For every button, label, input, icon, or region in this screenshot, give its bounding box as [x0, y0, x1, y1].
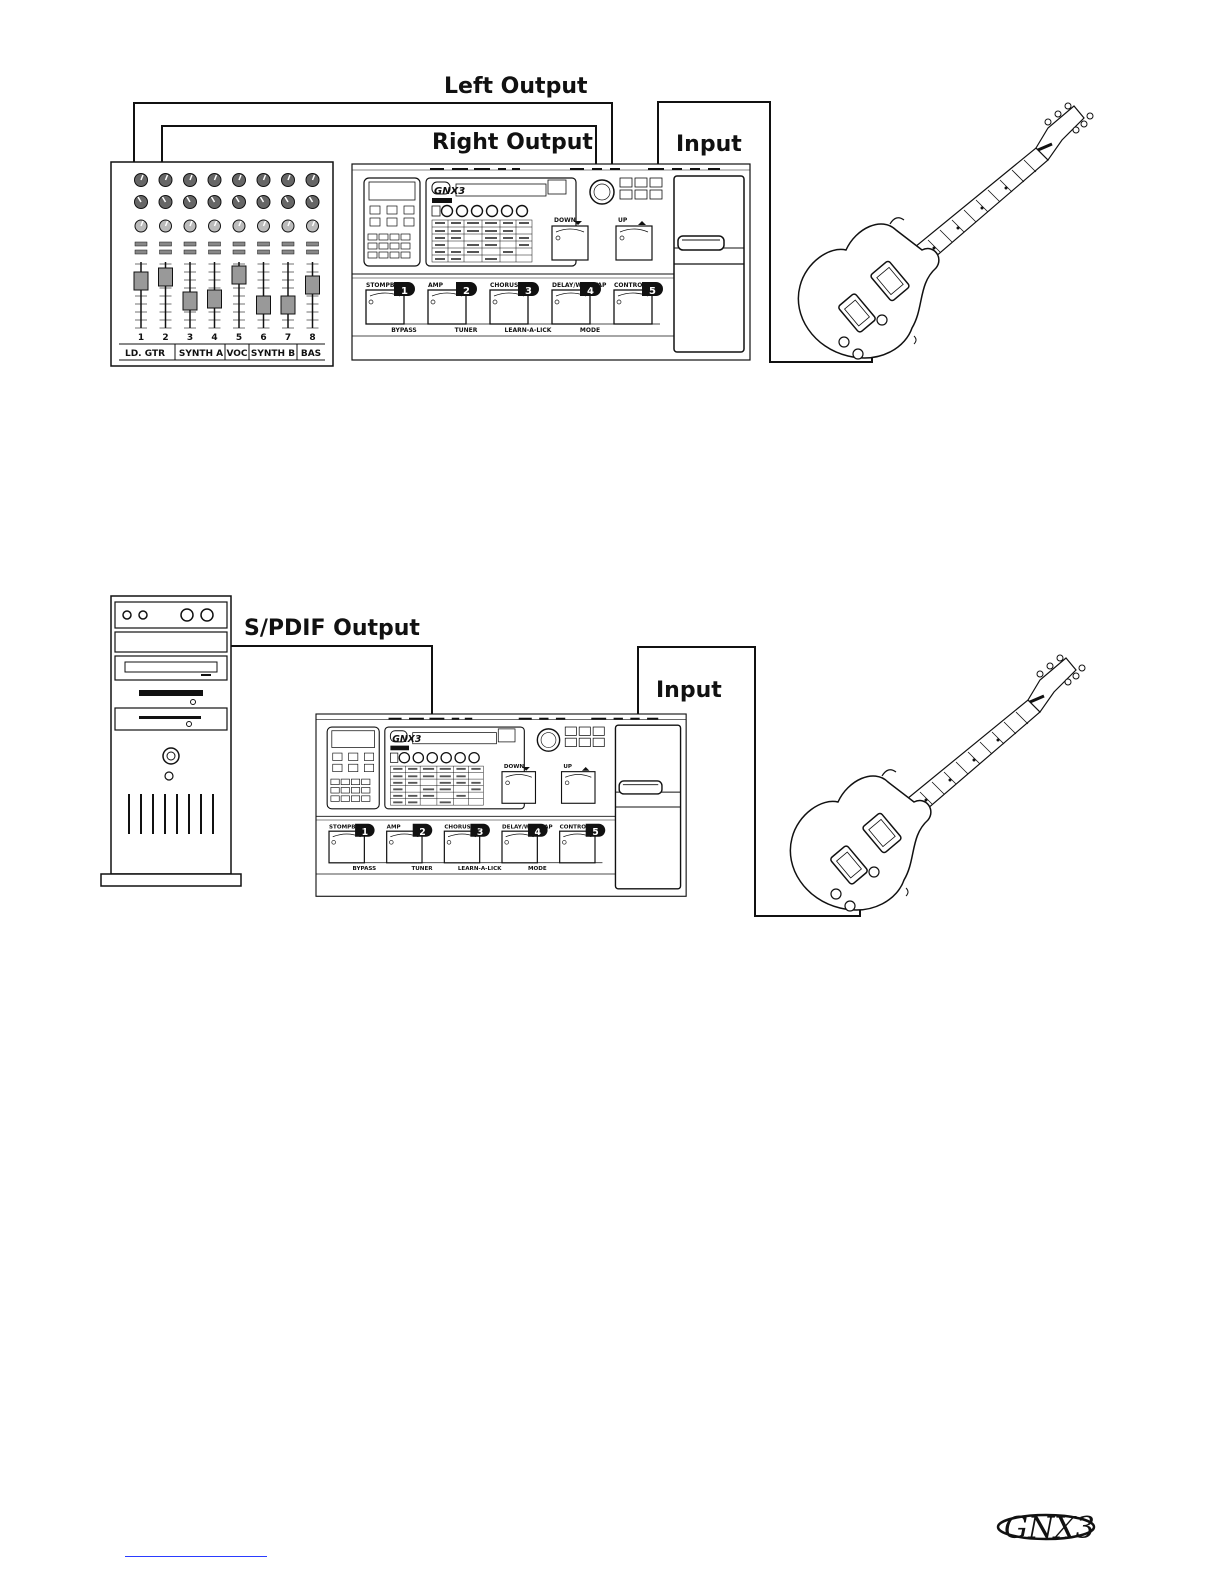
left-output-cable	[133, 102, 613, 168]
scribble-label: LD. GTR	[125, 349, 165, 359]
diagram-mixer-connection: Left Output Right Output Input 1 2 3 4 5 6 7 8 …	[110, 74, 1095, 367]
mixer-channel-number: 1	[138, 333, 144, 343]
scribble-label: BAS	[301, 349, 321, 359]
up-label: UP	[618, 217, 628, 224]
footswitch-label: AMP	[387, 824, 401, 830]
mode-label-4: MODE	[528, 866, 547, 872]
footswitch-number: 4	[535, 827, 542, 838]
footswitch-number: 5	[649, 286, 656, 297]
left-output-label: Left Output	[444, 74, 588, 99]
mixer-channel-number: 5	[236, 333, 242, 343]
mode-label-1: BYPASS	[353, 866, 377, 872]
right-output-cable	[161, 125, 597, 168]
footswitch-number: 4	[587, 286, 594, 297]
input-label: Input	[656, 678, 722, 703]
footswitch-label: STOMPBOX	[366, 282, 404, 289]
footswitch-2[interactable]: 2 AMP	[386, 823, 433, 864]
mode-label-2: TUNER	[455, 327, 478, 334]
electric-guitar	[796, 101, 1095, 361]
footer-link-underline[interactable]	[125, 1556, 267, 1557]
mode-label-3: LEARN-A-LICK	[505, 327, 552, 334]
footswitch-number: 2	[463, 286, 470, 297]
scribble-label: SYNTH A	[179, 349, 223, 359]
footswitch-number: 3	[477, 827, 483, 838]
footswitch-label: CONTROL	[614, 282, 646, 289]
footswitch-label: DELAY/WAH/TAP	[552, 282, 607, 289]
footswitch-number: 2	[419, 827, 425, 838]
input-cable	[637, 646, 861, 917]
mode-label-1: BYPASS	[391, 327, 416, 334]
footswitch-number: 5	[592, 827, 598, 838]
mixer-channel-number: 8	[309, 333, 315, 343]
up-label: UP	[563, 764, 572, 770]
electric-guitar	[788, 653, 1087, 913]
footswitch-2[interactable]: 2 AMP	[427, 282, 477, 325]
diagram-computer-connection: S/PDIF Output Input GNX3 DOWN UP 1STOMPB…	[100, 595, 1087, 917]
unit-logo: GNX3	[392, 734, 421, 745]
spdif-output-label: S/PDIF Output	[244, 616, 420, 641]
footswitch-label: CHORUS/MOD	[490, 282, 537, 289]
scribble-strip: LD. GTR SYNTH A VOC SYNTH B BAS	[125, 344, 321, 360]
footswitch-number: 1	[401, 286, 408, 297]
footswitch-label: CONTROL	[560, 824, 590, 830]
footswitch-label: DELAY/WAH/TAP	[502, 824, 553, 830]
footswitch-label: CHORUS/MOD	[444, 824, 488, 830]
footer-logo: GNX3	[996, 1511, 1096, 1546]
unit-logo: GNX3	[434, 186, 465, 197]
down-label: DOWN	[504, 764, 525, 770]
right-output-label: Right Output	[432, 130, 593, 155]
mixer: 1 2 3 4 5 6 7 8 LD. GTR SYNTH A VOC SYNTH B BAS	[110, 161, 334, 367]
footswitch-number: 3	[525, 286, 532, 297]
mode-label-4: MODE	[580, 327, 600, 334]
down-label: DOWN	[554, 217, 576, 224]
mode-label-2: TUNER	[411, 866, 433, 872]
input-label: Input	[676, 132, 742, 157]
footswitch-label: STOMPBOX	[329, 824, 365, 830]
mixer-channel-number: 2	[162, 333, 168, 343]
footswitch-label: AMP	[428, 282, 444, 289]
footswitch-number: 1	[362, 827, 368, 838]
mixer-channel-number: 3	[187, 333, 193, 343]
computer-tower	[100, 595, 242, 887]
mode-label-3: LEARN-A-LICK	[458, 866, 502, 872]
mixer-channel-number: 7	[285, 333, 291, 343]
mixer-channel-number: 6	[260, 333, 266, 343]
mixer-channel-number: 4	[211, 333, 217, 343]
footer-logo-text: GNX3	[1004, 1511, 1095, 1546]
scribble-label: VOC	[226, 349, 247, 359]
scribble-label: SYNTH B	[251, 349, 295, 359]
